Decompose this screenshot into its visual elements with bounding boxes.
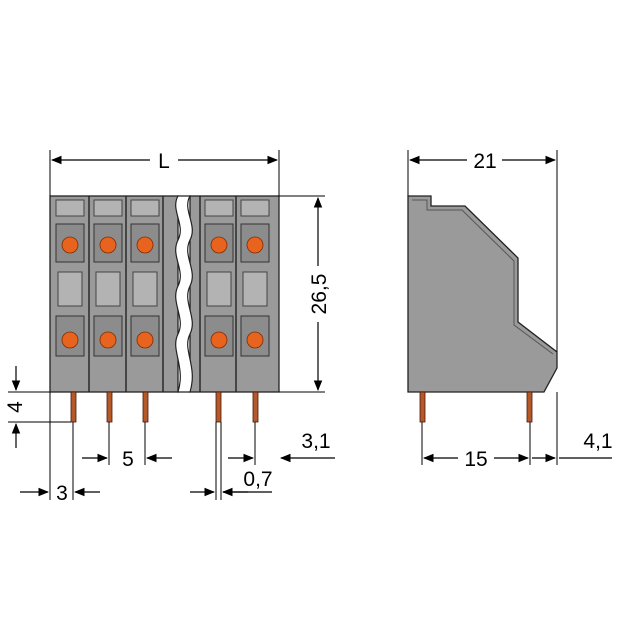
- dim-label-depth: 21: [473, 150, 496, 173]
- side-profile-inner-edge: [412, 199, 554, 355]
- dim-label-pitch: 5: [122, 448, 134, 471]
- lever-orange: [61, 331, 79, 349]
- side-pin-front: [419, 391, 426, 423]
- lever-orange: [99, 236, 117, 254]
- dim-label-length: L: [158, 150, 170, 173]
- dim-label-right-offset: 3,1: [301, 430, 330, 453]
- break-line: [175, 195, 193, 393]
- module-dividers: [88, 196, 237, 392]
- front-view: L 26,5 4 5 3 0,7 3,1: [4, 150, 335, 505]
- middle-window-row: [57, 271, 268, 307]
- solder-pins-front: [70, 391, 259, 423]
- lever-orange: [210, 331, 228, 349]
- dim-label-edge-offset: 3: [56, 482, 68, 505]
- lever-orange: [246, 236, 264, 254]
- upper-terminal-row: [55, 199, 270, 263]
- dim-label-pin-width: 0,7: [243, 468, 272, 491]
- lever-orange: [210, 236, 228, 254]
- side-view: 21 15 4,1: [407, 150, 613, 471]
- side-pin-rear: [526, 391, 533, 423]
- lever-orange: [136, 236, 154, 254]
- lever-orange: [246, 331, 264, 349]
- dim-label-height: 26,5: [308, 274, 331, 315]
- lever-orange: [61, 236, 79, 254]
- lever-orange: [99, 331, 117, 349]
- side-profile-housing: [407, 195, 558, 393]
- dim-label-rear-offset: 4,1: [583, 430, 612, 453]
- lower-terminal-row: [55, 315, 270, 357]
- dim-label-pin-spacing: 15: [464, 448, 487, 471]
- lever-orange: [136, 331, 154, 349]
- dim-label-pin-length: 4: [4, 401, 27, 413]
